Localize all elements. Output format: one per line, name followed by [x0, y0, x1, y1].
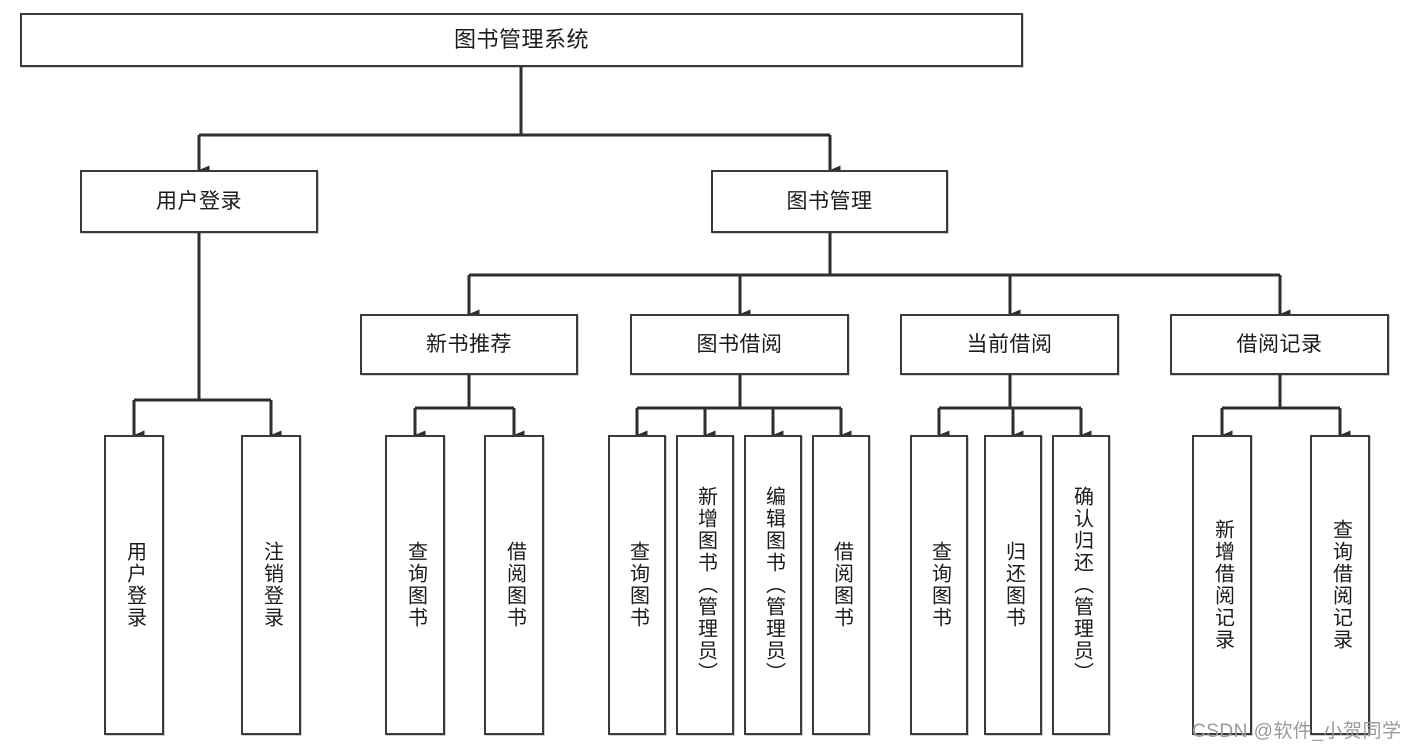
node-label: 查询图书 — [626, 541, 649, 629]
node-leaf-query-record[interactable]: 查询借阅记录 — [1310, 435, 1370, 735]
node-leaf-query-book-1[interactable]: 查询图书 — [385, 435, 445, 735]
node-label: 新增图书（管理员） — [694, 486, 717, 684]
node-label: 归还图书 — [1002, 541, 1025, 629]
node-leaf-borrow-book-1[interactable]: 借阅图书 — [484, 435, 544, 735]
node-root-图书管理系统[interactable]: 图书管理系统 — [20, 13, 1023, 67]
node-label: 注销登录 — [260, 541, 283, 629]
node-label: 用户登录 — [156, 189, 242, 213]
node-label: 图书管理系统 — [453, 26, 589, 52]
node-user-login[interactable]: 用户登录 — [80, 170, 318, 233]
node-label: 借阅记录 — [1236, 332, 1323, 356]
node-label: 新书推荐 — [426, 332, 512, 356]
node-label: 图书借阅 — [696, 332, 783, 356]
node-label: 借阅图书 — [503, 541, 526, 629]
node-current-borrow[interactable]: 当前借阅 — [900, 314, 1119, 375]
node-book-manage[interactable]: 图书管理 — [711, 170, 948, 233]
node-leaf-add-book[interactable]: 新增图书（管理员） — [676, 435, 734, 735]
node-label: 查询借阅记录 — [1329, 519, 1352, 651]
connector-group — [132, 67, 1351, 440]
node-label: 当前借阅 — [966, 332, 1053, 356]
node-label: 查询图书 — [928, 541, 951, 629]
node-borrow-record[interactable]: 借阅记录 — [1170, 314, 1389, 375]
node-leaf-user-login[interactable]: 用户登录 — [104, 435, 164, 735]
node-label: 确认归还（管理员） — [1070, 486, 1093, 684]
node-leaf-logout[interactable]: 注销登录 — [241, 435, 301, 735]
node-leaf-add-record[interactable]: 新增借阅记录 — [1192, 435, 1252, 735]
node-label: 查询图书 — [404, 541, 427, 629]
node-leaf-edit-book[interactable]: 编辑图书（管理员） — [744, 435, 802, 735]
node-new-book-rec[interactable]: 新书推荐 — [360, 314, 578, 375]
node-leaf-borrow-book-2[interactable]: 借阅图书 — [812, 435, 870, 735]
node-leaf-query-book-3[interactable]: 查询图书 — [910, 435, 968, 735]
node-leaf-return-book[interactable]: 归还图书 — [984, 435, 1042, 735]
node-leaf-query-book-2[interactable]: 查询图书 — [608, 435, 666, 735]
node-leaf-confirm-return[interactable]: 确认归还（管理员） — [1052, 435, 1110, 735]
node-label: 图书管理 — [786, 189, 873, 213]
node-label: 编辑图书（管理员） — [762, 486, 785, 684]
node-label: 借阅图书 — [830, 541, 853, 629]
node-book-borrow[interactable]: 图书借阅 — [630, 314, 849, 375]
node-label: 用户登录 — [123, 541, 146, 629]
node-label: 新增借阅记录 — [1211, 519, 1234, 651]
